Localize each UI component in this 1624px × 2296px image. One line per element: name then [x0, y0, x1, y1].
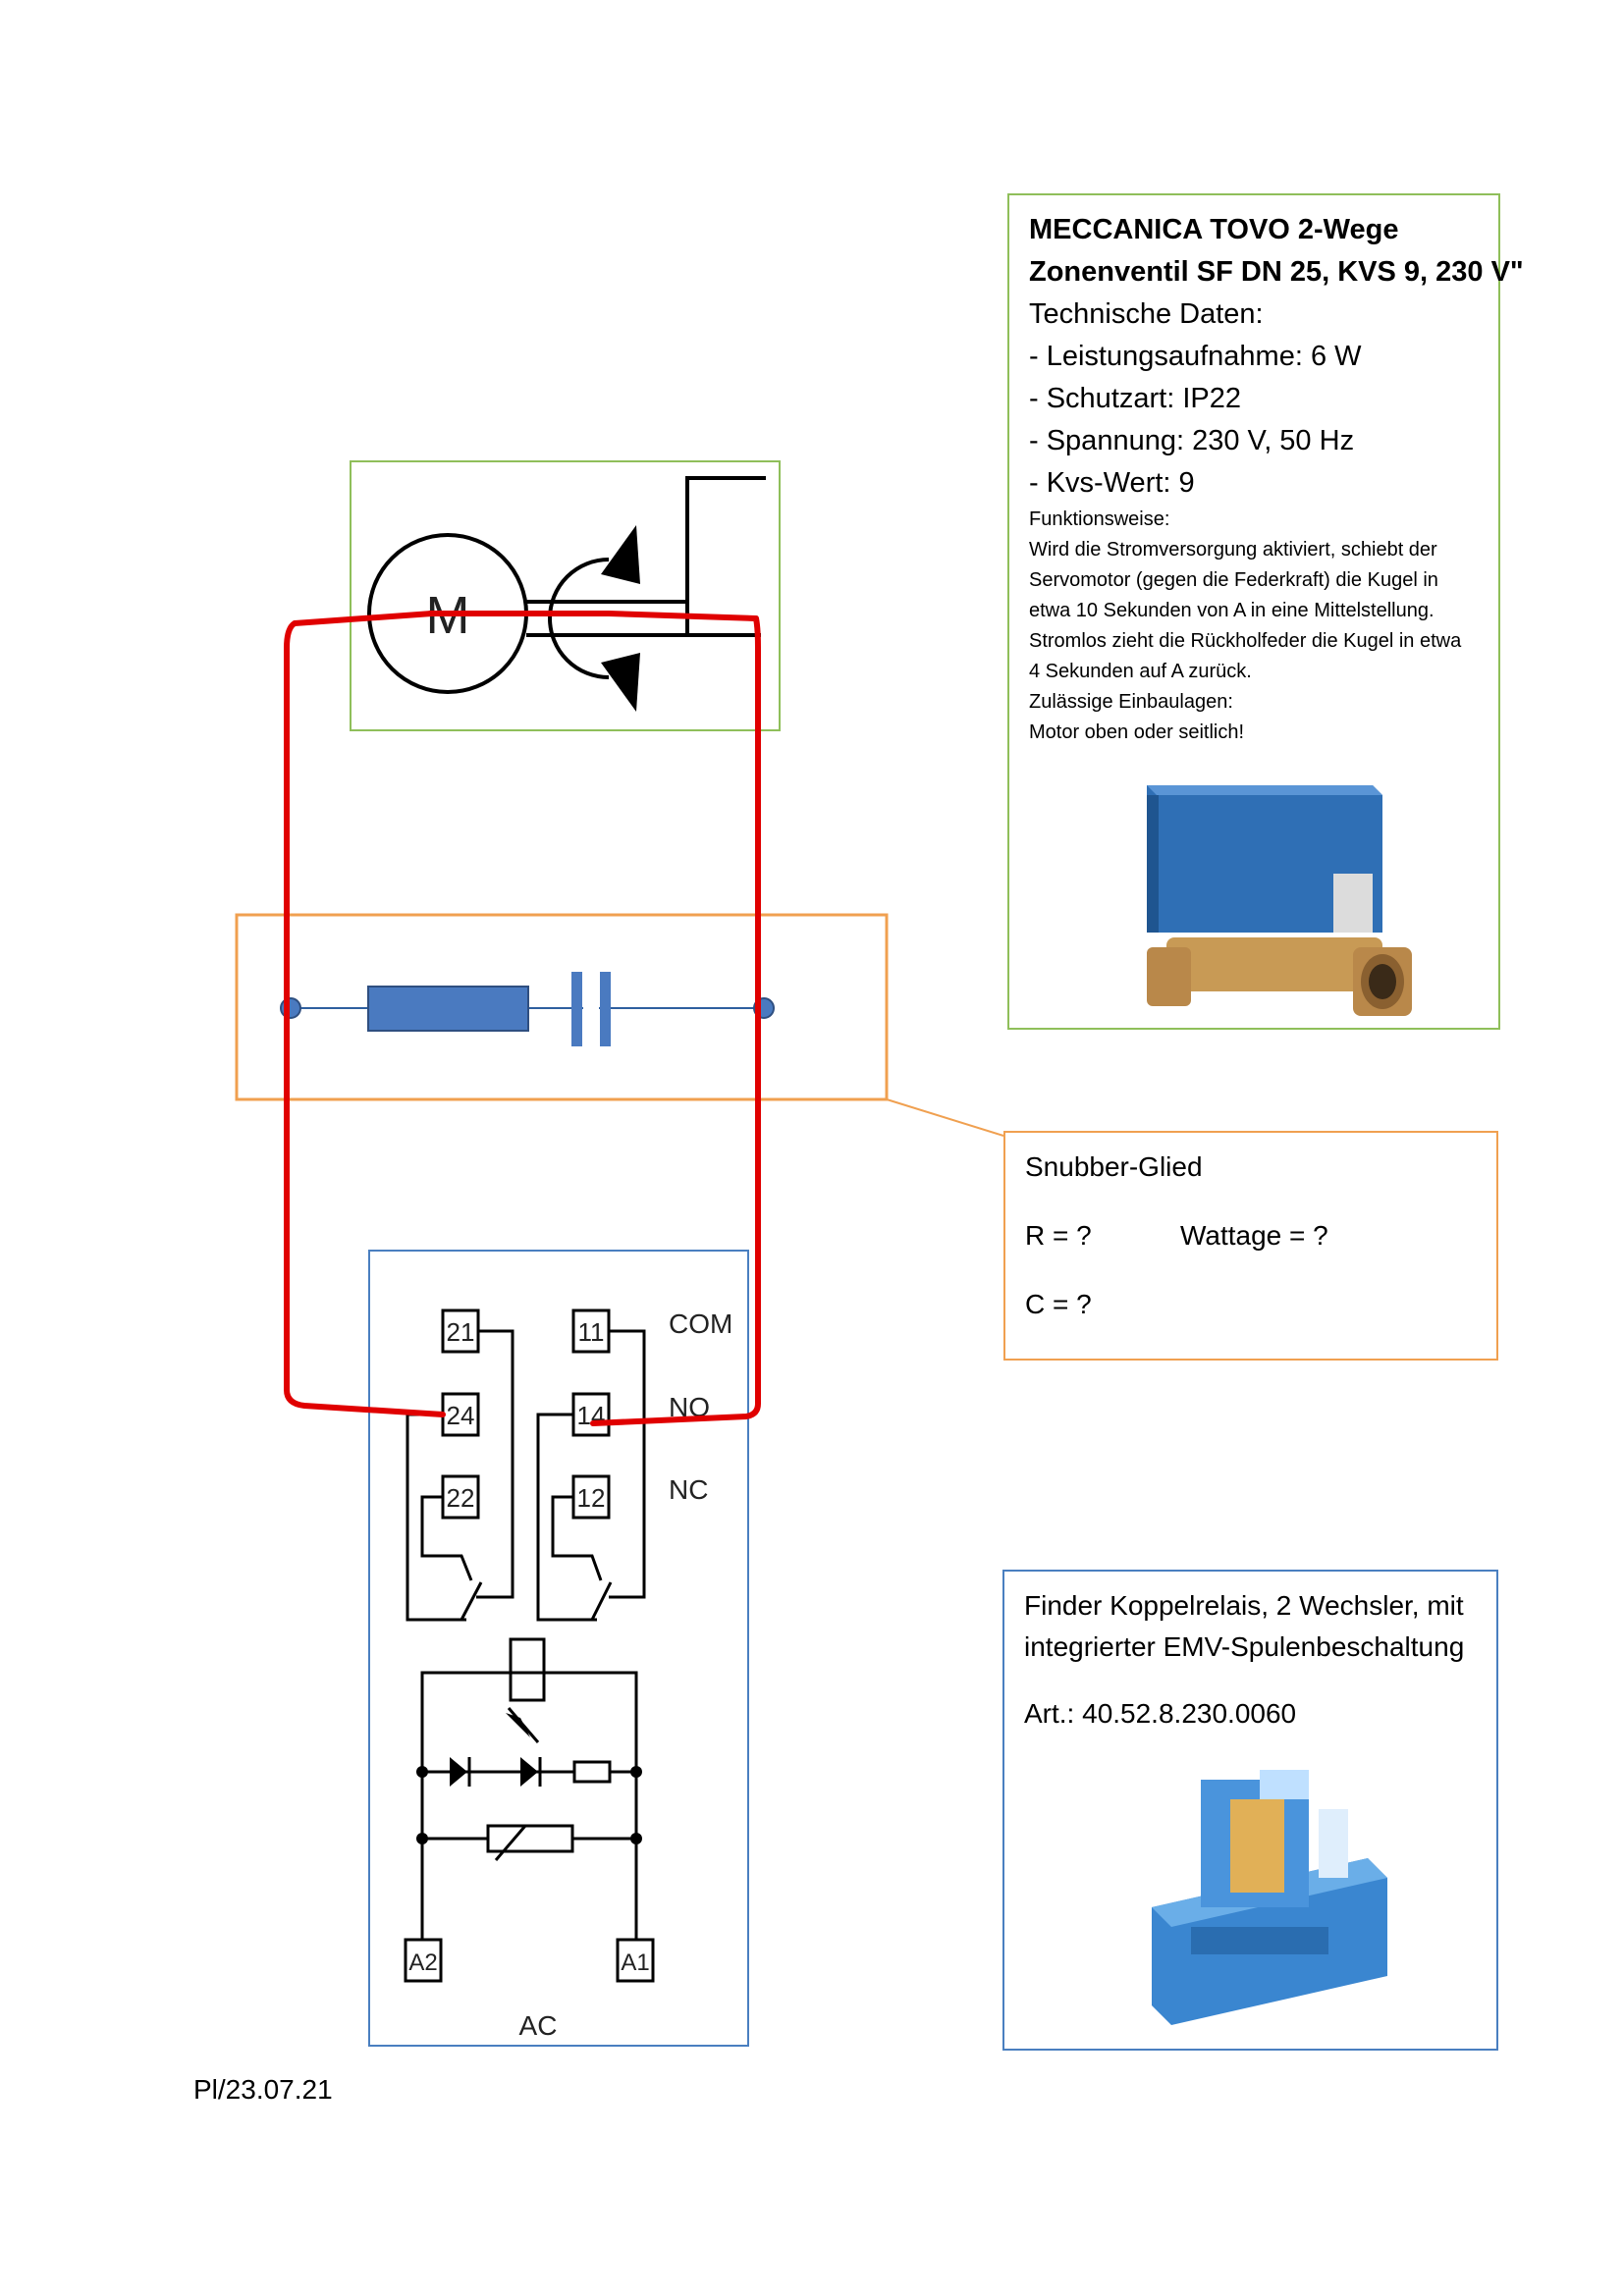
snubber-info-box: Snubber-Glied R = ? Wattage = ? C = ? — [1003, 1131, 1498, 1361]
snubber-resistor — [367, 986, 529, 1032]
diode-2-icon — [520, 1757, 538, 1787]
terminal-21: 21 — [447, 1317, 475, 1347]
valve-stem — [685, 476, 766, 635]
label-nc: NC — [669, 1474, 708, 1505]
valve-spec: - Leistungsaufnahme: 6 W — [1029, 341, 1362, 372]
snubber-r-label: R = ? — [1025, 1220, 1092, 1251]
terminal-a2: A2 — [408, 1949, 437, 1976]
valve-spec: - Spannung: 230 V, 50 Hz — [1029, 425, 1355, 456]
led-arrow-line — [507, 1707, 540, 1743]
relay-terminals — [404, 1308, 655, 1983]
valve-spec: - Kvs-Wert: 9 — [1029, 467, 1195, 499]
valve-function-heading: Funktionsweise: — [1029, 508, 1170, 530]
snubber-callout-line — [886, 1098, 1004, 1137]
snubber-capacitor-plate-right — [600, 972, 611, 1046]
motor-box — [350, 460, 781, 731]
relay-info-box: Finder Koppelrelais, 2 Wechsler, mit int… — [1002, 1570, 1498, 2051]
snubber-capacitor-plate-left — [571, 972, 582, 1046]
snubber-box-frame — [235, 913, 889, 1101]
terminal-a1: A1 — [621, 1949, 649, 1976]
arrow-down-icon — [601, 653, 640, 712]
relay-article-number: Art.: 40.52.8.230.0060 — [1024, 1698, 1297, 1729]
relay-product-image — [1152, 1770, 1387, 2025]
relay-box-frame — [368, 1250, 749, 2047]
valve-title-line1: MECCANICA TOVO 2-Wege — [1029, 214, 1399, 245]
snubber-title: Snubber-Glied — [1025, 1151, 1203, 1182]
snubber-c-label: C = ? — [1025, 1289, 1092, 1319]
valve-function-line: Stromlos zieht die Rückholfeder die Kuge… — [1029, 630, 1462, 652]
coil-circuit — [420, 1637, 638, 1940]
led-arrow-icon — [506, 1713, 530, 1737]
label-ac: AC — [519, 2010, 558, 2041]
valve-title-line2: Zonenventil SF DN 25, KVS 9, 230 V" — [1029, 256, 1524, 288]
contact-set-2 — [536, 1329, 646, 1622]
red-wiring — [284, 610, 761, 1426]
diode-1-icon — [450, 1757, 467, 1787]
arrow-up-icon — [601, 525, 640, 584]
terminal-24: 24 — [447, 1401, 475, 1430]
terminal-11: 11 — [578, 1317, 605, 1347]
valve-function-line: etwa 10 Sekunden von A in eine Mittelste… — [1029, 600, 1435, 621]
junction-2 — [630, 1766, 642, 1778]
junction-4 — [630, 1833, 642, 1844]
snubber-wattage-label: Wattage = ? — [1180, 1220, 1328, 1251]
terminal-22: 22 — [447, 1483, 475, 1513]
valve-function-line: Motor oben oder seitlich! — [1029, 721, 1245, 743]
junction-1 — [416, 1766, 428, 1778]
valve-function-line: Wird die Stromversorgung aktiviert, schi… — [1029, 539, 1437, 561]
relay-info-line2: integrierter EMV-Spulenbeschaltung — [1024, 1631, 1465, 1662]
valve-spec: - Schutzart: IP22 — [1029, 383, 1241, 414]
valve-specs-heading: Technische Daten: — [1029, 298, 1264, 330]
valve-function-line: Zulässige Einbaulagen: — [1029, 691, 1233, 713]
valve-function-line: Servomotor (gegen die Federkraft) die Ku… — [1029, 569, 1438, 591]
footer-date: Pl/23.07.21 — [193, 2074, 333, 2105]
junction-3 — [416, 1833, 428, 1844]
label-com: COM — [669, 1308, 732, 1339]
valve-product-image — [1147, 785, 1412, 1016]
rotation-arc — [548, 558, 610, 679]
relay-info-line1: Finder Koppelrelais, 2 Wechsler, mit — [1024, 1590, 1464, 1621]
valve-info-box: MECCANICA TOVO 2-Wege Zonenventil SF DN … — [1007, 193, 1524, 1030]
terminal-12: 12 — [577, 1483, 606, 1513]
valve-function-line: 4 Sekunden auf A zurück. — [1029, 661, 1252, 682]
